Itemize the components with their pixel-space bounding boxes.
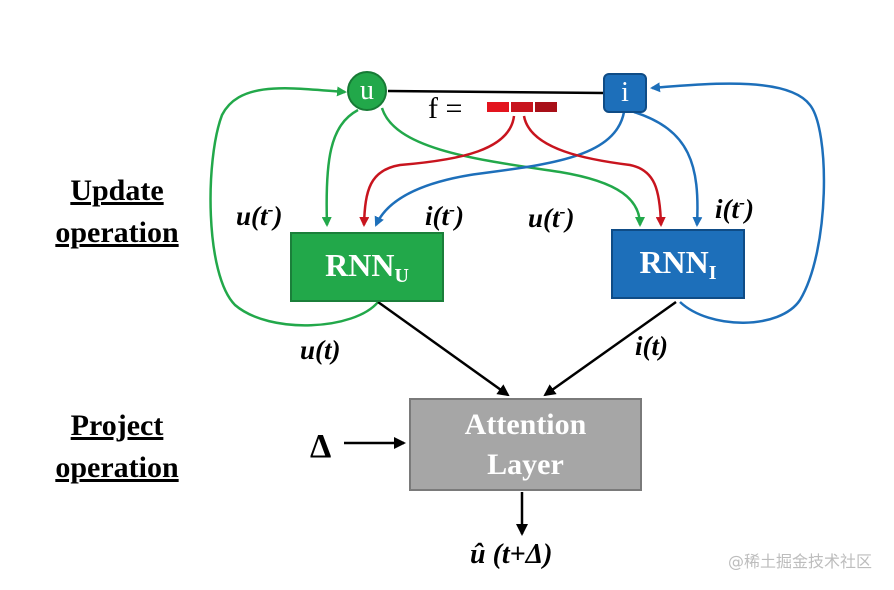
attention-layer-box: Attention Layer xyxy=(409,398,642,491)
label-i-t: i(t) xyxy=(635,331,668,361)
edge-rnnu-to-attention xyxy=(377,300,510,397)
edge-rnni-loop-i xyxy=(650,82,826,324)
rnn-u-label: RNNU xyxy=(325,246,409,287)
attention-line2: Layer xyxy=(487,447,564,481)
edge-u-to-rnni xyxy=(380,107,645,227)
u-node: u xyxy=(347,71,387,111)
edge-i-to-rnnu xyxy=(374,111,626,227)
f-segment-2 xyxy=(511,102,533,112)
edge-rnni-to-attention xyxy=(543,300,677,397)
label-u-t: u(t) xyxy=(300,335,341,365)
edge-i-to-rnni xyxy=(633,110,703,227)
u-node-label: u xyxy=(360,75,374,106)
edge-f-to-rnni xyxy=(522,115,666,227)
i-node: i xyxy=(603,73,647,113)
i-node-label: i xyxy=(621,77,629,108)
label-i-prev-right: i(t-) xyxy=(715,192,754,224)
update-operation-heading: Update operation xyxy=(55,174,179,249)
project-operation-heading: Project operation xyxy=(55,409,179,484)
f-segment-1 xyxy=(487,102,509,112)
watermark: @稀土掘金技术社区 xyxy=(727,552,872,571)
label-u-prev-left: u(t-) xyxy=(236,199,283,231)
attention-line1: Attention xyxy=(464,407,587,441)
rnn-u-box: RNNU xyxy=(290,232,444,302)
edge-rnnu-loop-u xyxy=(209,86,379,327)
label-i-prev-mid: i(t-) xyxy=(425,199,464,231)
label-u-prev-mid: u(t-) xyxy=(528,201,575,233)
rnn-i-label: RNNI xyxy=(639,243,717,284)
u-i-link xyxy=(387,89,605,95)
edge-u-to-rnnu xyxy=(321,108,359,227)
delta-symbol: Δ xyxy=(310,428,332,465)
output-label: û (t+Δ) xyxy=(470,539,553,570)
rnn-i-box: RNNI xyxy=(611,229,745,299)
edge-f-to-rnnu xyxy=(359,115,516,227)
f-segment-3 xyxy=(535,102,557,112)
f-equation-label: f = xyxy=(428,92,463,125)
